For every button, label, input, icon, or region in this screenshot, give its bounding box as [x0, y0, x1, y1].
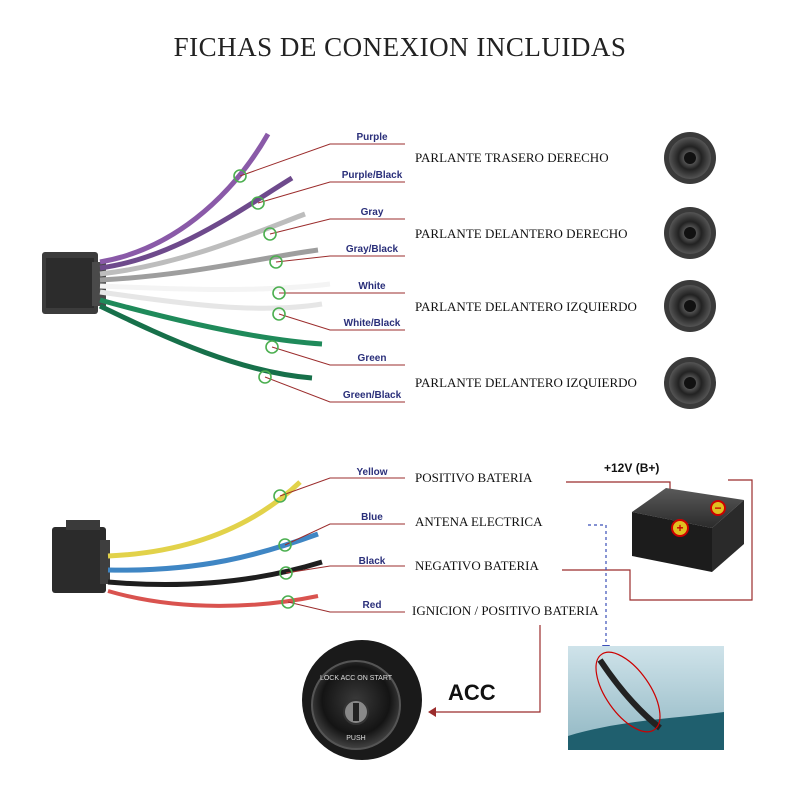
wire-label-yellow: Yellow	[356, 467, 387, 478]
top-wire-bundle	[98, 132, 331, 381]
bottom-connector	[52, 520, 110, 593]
bottom-check-circles	[273, 489, 295, 609]
wire-label-black: Black	[359, 556, 386, 567]
wire-green	[99, 297, 323, 347]
speaker-icon	[664, 132, 716, 184]
wire-label-purple-black: Purple/Black	[342, 170, 403, 181]
speaker-desc-2: PARLANTE DELANTERO DERECHO	[415, 226, 628, 241]
battery-plus: +	[676, 521, 683, 535]
wire-label-gray-black: Gray/Black	[346, 244, 399, 255]
key-push-text: PUSH	[346, 735, 365, 742]
speaker-icon	[664, 207, 716, 259]
wire-blue	[107, 531, 319, 573]
car-antenna-icon	[568, 646, 724, 750]
top-check-circles	[233, 169, 286, 384]
wire-label-white: White	[358, 281, 386, 292]
page-title: FICHAS DE CONEXION INCLUIDAS	[173, 32, 627, 62]
speaker-desc-1: PARLANTE TRASERO DERECHO	[415, 150, 609, 165]
acc-label: ACC	[448, 680, 496, 705]
speaker-icon	[664, 357, 716, 409]
wire-black	[107, 559, 323, 588]
wire-purple-black	[99, 175, 294, 271]
wire-gray-black	[99, 247, 319, 283]
acc-arrow-icon	[428, 707, 436, 717]
wire-white-black	[99, 289, 323, 311]
desc-negativo-bateria: NEGATIVO BATERIA	[415, 558, 539, 573]
bottom-wire-bundle	[107, 480, 323, 608]
ignition-key-icon: LOCK ACC ON START PUSH	[302, 640, 422, 760]
speaker-icon	[664, 280, 716, 332]
battery-icon: + −	[632, 488, 744, 572]
wire-green-black	[98, 303, 313, 381]
bottom-leader-lines	[279, 477, 405, 613]
wire-yellow	[107, 480, 302, 559]
wire-label-green-black: Green/Black	[343, 390, 402, 401]
wire-label-white-black: White/Black	[344, 318, 401, 329]
desc-ignicion: IGNICION / POSITIVO BATERIA	[412, 603, 599, 618]
desc-positivo-bateria: POSITIVO BATERIA	[415, 470, 533, 485]
wire-purple	[99, 132, 271, 265]
wire-red	[107, 589, 319, 608]
key-positions-text: LOCK ACC ON START	[320, 675, 393, 682]
wire-label-red: Red	[363, 600, 382, 611]
speaker-desc-4: PARLANTE DELANTERO IZQUIERDO	[415, 375, 637, 390]
top-connector	[42, 252, 106, 314]
battery-minus: −	[714, 501, 721, 515]
wire-gray	[99, 211, 306, 277]
wire-white	[99, 281, 331, 292]
desc-antena-electrica: ANTENA ELECTRICA	[415, 514, 543, 529]
top-leader-lines	[239, 143, 405, 403]
wire-label-purple: Purple	[356, 132, 388, 143]
wire-label-blue: Blue	[361, 512, 383, 523]
wire-label-green: Green	[358, 353, 387, 364]
speaker-desc-3: PARLANTE DELANTERO IZQUIERDO	[415, 299, 637, 314]
wire-label-gray: Gray	[361, 207, 384, 218]
battery-label: +12V (B+)	[604, 461, 659, 475]
